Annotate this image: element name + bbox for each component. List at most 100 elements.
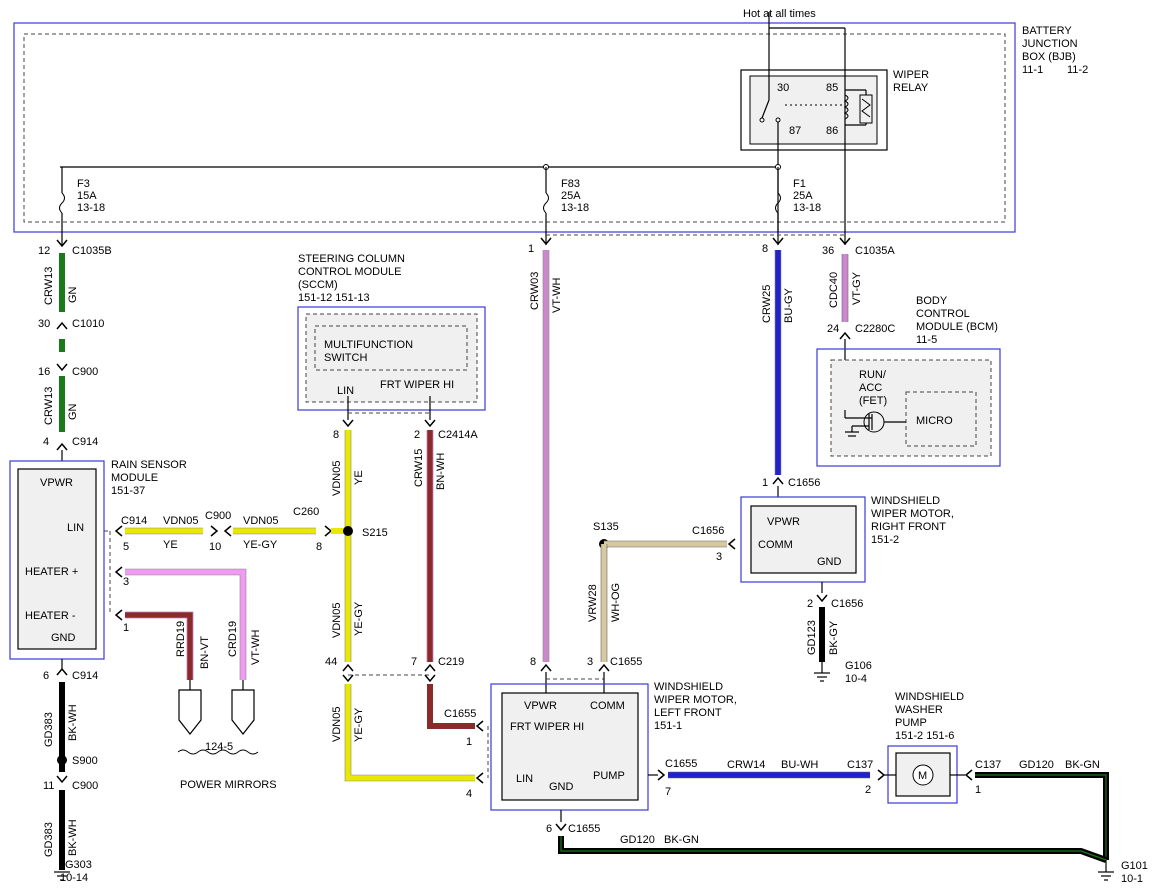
conn-c1035b: C1035B — [72, 245, 112, 257]
circuit-gd123: 2 C1656 GD123 BK-GY G106 10-4 — [806, 582, 872, 685]
hot-at-all-times-label: Hot at all times — [743, 8, 816, 20]
wmlf-frt-wiper-hi: FRT WIPER HI — [510, 721, 584, 733]
bcm-label-3: MODULE (BCM) — [916, 321, 998, 333]
sccm-frt-wiper-hi: FRT WIPER HI — [380, 379, 454, 391]
fuse-f1-amps: 25A — [793, 190, 813, 202]
relay-pin-30: 30 — [777, 82, 789, 94]
circuit-crd19: 3 CRD19 VT-WH — [114, 566, 262, 680]
rsm-vpwr: VPWR — [40, 477, 73, 489]
splice-s900: S900 — [72, 755, 98, 767]
pin-7-b: 7 — [665, 786, 671, 798]
wmrf-label-3: RIGHT FRONT — [871, 521, 946, 533]
wire-vdn05-d: VDN05 — [163, 515, 198, 527]
pin-8: 8 — [762, 243, 768, 255]
ground-g303-ref: 10-14 — [60, 872, 88, 884]
sccm-label-1: STEERING COLUMN — [298, 253, 405, 265]
conn-c137-a: C137 — [847, 759, 873, 771]
wire-bk-wh-a: BK-WH — [67, 704, 79, 741]
relay-pin-87: 87 — [789, 125, 801, 137]
wire-vdn05-e: VDN05 — [243, 515, 278, 527]
bcm-label-1: BODY — [916, 295, 948, 307]
rsm-gnd: GND — [51, 632, 76, 644]
wire-bk-gn-b: BK-GN — [664, 834, 699, 846]
pin-10: 10 — [209, 541, 221, 553]
pin-24: 24 — [827, 323, 839, 335]
bcm-label-2: CONTROL — [916, 308, 970, 320]
relay-label-1: WIPER — [893, 69, 929, 81]
rsm-page: 151-37 — [111, 485, 145, 497]
sccm-lin: LIN — [337, 385, 354, 397]
wire-ye-gy-a: YE-GY — [353, 601, 365, 636]
pin-2-c: 2 — [865, 784, 871, 796]
circuit-crw13: 12 C1035B CRW13 GN 30 C1010 16 C900 CRW1… — [38, 239, 112, 461]
sccm-label-3: (SCCM) — [298, 279, 338, 291]
wire-crw13-b: CRW13 — [43, 387, 55, 425]
wire-vdn05-a: VDN05 — [331, 461, 343, 496]
conn-c900-c: C900 — [205, 510, 231, 522]
ground-g106: G106 — [845, 660, 872, 672]
wire-crd19: CRD19 — [227, 621, 239, 657]
rsm-heater-plus: HEATER + — [25, 566, 78, 578]
wire-vt-wh-2: VT-WH — [250, 630, 262, 665]
wire-ye-gy-c: YE-GY — [243, 539, 278, 551]
wmrf-gnd: GND — [817, 556, 842, 568]
wire-bk-gy: BK-GY — [828, 620, 840, 655]
wire-vrw28: VRW28 — [587, 584, 599, 622]
wire-crw14: CRW14 — [727, 759, 765, 771]
bjb-label-3: BOX (BJB) — [1022, 51, 1076, 63]
wmrf-page: 151-2 — [871, 534, 899, 546]
pump-label-3: PUMP — [895, 717, 927, 729]
wmlf-gnd: GND — [549, 781, 574, 793]
bjb-label-2: JUNCTION — [1022, 38, 1078, 50]
wire-wh-og: WH-OG — [610, 583, 622, 622]
wire-gd383-a: GD383 — [43, 712, 55, 747]
wire-gd120-a: GD120 — [1019, 759, 1054, 771]
conn-c219: C219 — [438, 656, 464, 668]
wire-bn-wh: BN-WH — [435, 453, 447, 490]
wire-crw15: CRW15 — [413, 449, 425, 487]
circuit-crw15: 2 C2414A CRW15 BN-WH 7 C219 C1655 1 — [411, 419, 489, 778]
conn-c900-a: C900 — [72, 366, 98, 378]
pin-3-b: 3 — [716, 551, 722, 563]
body-control-module: BODY CONTROL MODULE (BCM) 11-5 RUN/ ACC … — [816, 295, 1001, 467]
bjb-page-1: 11-1 — [1022, 64, 1043, 76]
bcm-page: 11-5 — [916, 334, 937, 346]
fuse-f3: F3 15A 13-18 — [59, 167, 105, 245]
pump-page: 151-2 151-6 — [895, 730, 954, 742]
wire-bn-vt: BN-VT — [199, 636, 211, 669]
rain-sensor-module: RAIN SENSOR MODULE 151-37 VPWR LIN HEATE… — [9, 459, 187, 660]
fuse-f1-name: F1 — [793, 178, 806, 190]
mirrors-label: POWER MIRRORS — [180, 779, 277, 791]
pin-8-b: 8 — [333, 429, 339, 441]
wire-vdn05-b: VDN05 — [331, 603, 343, 638]
wiper-motor-left-front: WINDSHIELD WIPER MOTOR, LEFT FRONT 151-1… — [490, 681, 737, 811]
wiper-motor-right-front: WINDSHIELD WIPER MOTOR, RIGHT FRONT 151-… — [740, 495, 954, 583]
wire-crw25: CRW25 — [761, 285, 773, 323]
pin-36: 36 — [822, 245, 834, 257]
pin-1-b: 1 — [762, 477, 768, 489]
battery-junction-box: BATTERY JUNCTION BOX (BJB) 11-1 11-2 Hot… — [13, 8, 1088, 233]
conn-c1010: C1010 — [72, 318, 104, 330]
pump-label-2: WASHER — [895, 704, 943, 716]
circuit-vdn05-lin: C914 VDN05 C900 VDN05 C260 5 YE 10 YE-GY… — [114, 506, 348, 553]
circuit-vrw28: S135 C1656 3 VRW28 WH-OG 3 C1655 — [587, 521, 736, 693]
bjb-label-1: BATTERY — [1022, 25, 1072, 37]
wire-gn-a: GN — [67, 286, 79, 303]
sccm-multifunction-1: MULTIFUNCTION — [324, 339, 413, 351]
bcm-micro: MICRO — [916, 415, 953, 427]
ground-g303: G303 — [65, 859, 92, 871]
circuit-crw14: C1655 7 CRW14 BU-WH C137 2 — [648, 758, 886, 798]
relay-pin-86: 86 — [826, 125, 838, 137]
conn-c1656-b: C1656 — [831, 598, 863, 610]
washer-pump: WINDSHIELD WASHER PUMP 151-2 151-6 M — [884, 691, 965, 804]
wire-crw03: CRW03 — [529, 272, 541, 310]
wire-vt-wh: VT-WH — [551, 278, 563, 313]
wmrf-vpwr: VPWR — [767, 516, 800, 528]
conn-c137-b: C137 — [975, 759, 1001, 771]
circuit-crw25: 8 CRW25 BU-GY 1 C1656 — [761, 237, 820, 497]
conn-c900-b: C900 — [72, 780, 98, 792]
pin-5: 5 — [123, 541, 129, 553]
wmlf-vpwr: VPWR — [524, 700, 557, 712]
conn-c1655-c: C1655 — [568, 823, 600, 835]
